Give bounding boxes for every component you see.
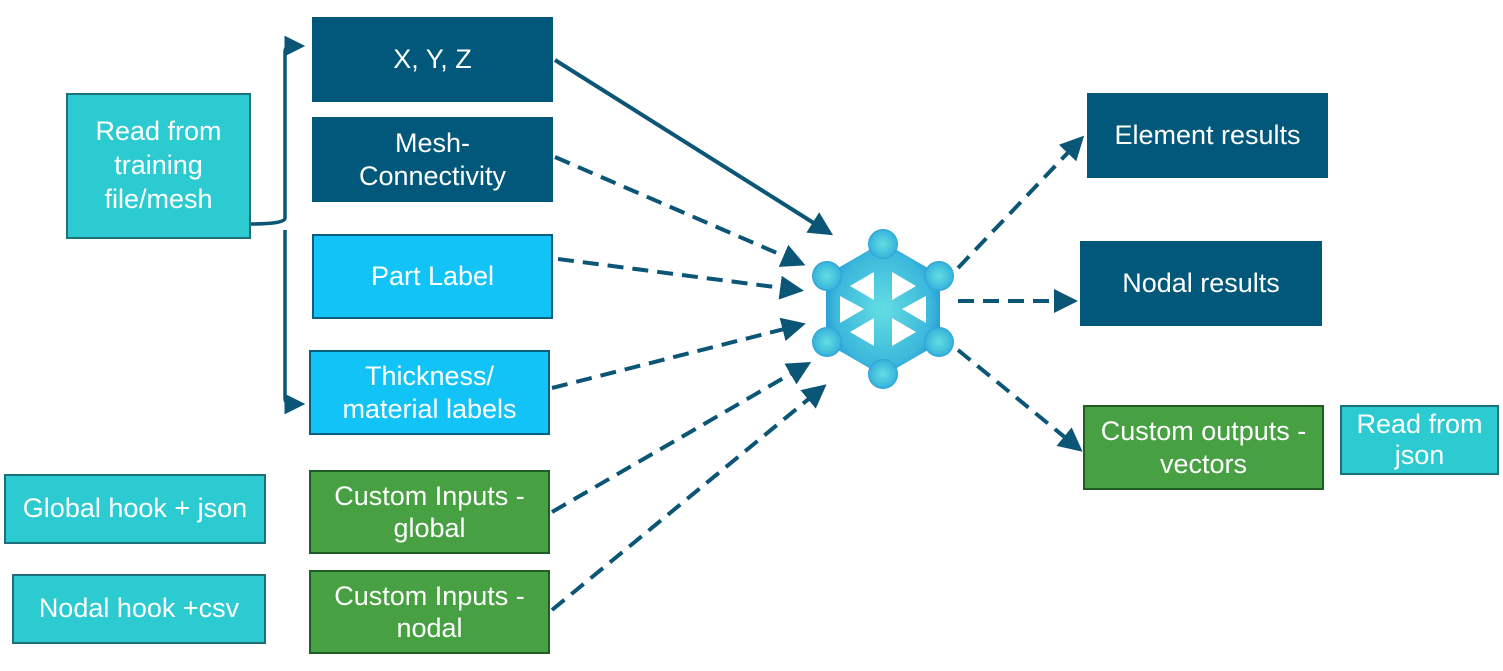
arrow-nodal-to-hub bbox=[550, 384, 827, 612]
read-from-training-box: Read from training file/mesh bbox=[66, 93, 251, 239]
part-label-box: Part Label bbox=[312, 234, 553, 319]
thickness-material-label: Thickness/ material labels bbox=[342, 361, 517, 424]
arrow-mesh-to-hub bbox=[554, 155, 806, 267]
global-hook-label: Global hook + json bbox=[22, 493, 248, 524]
bracket-lower bbox=[283, 230, 306, 415]
part-label-label: Part Label bbox=[370, 260, 495, 291]
arrow-xyz-to-hub bbox=[553, 58, 834, 236]
mesh-connectivity-box: Mesh- Connectivity bbox=[312, 117, 553, 202]
arrow-thickness-to-hub bbox=[551, 317, 806, 390]
element-results-box: Element results bbox=[1087, 93, 1328, 178]
neural-network-hexagon-icon bbox=[812, 229, 954, 389]
custom-inputs-global-label: Custom Inputs - global bbox=[334, 480, 525, 543]
custom-inputs-global-box: Custom Inputs - global bbox=[309, 470, 550, 554]
thickness-material-box: Thickness/ material labels bbox=[309, 350, 550, 435]
nodal-hook-label: Nodal hook +csv bbox=[38, 593, 240, 624]
global-hook-box: Global hook + json bbox=[4, 474, 266, 544]
read-from-json-box: Read from json bbox=[1340, 405, 1499, 475]
nodal-hook-box: Nodal hook +csv bbox=[12, 574, 266, 644]
custom-outputs-box: Custom outputs - vectors bbox=[1083, 405, 1324, 490]
arrow-part-to-hub bbox=[557, 257, 804, 300]
xyz-label: X, Y, Z bbox=[393, 43, 472, 74]
nodal-results-box: Nodal results bbox=[1080, 241, 1322, 326]
bracket-connector bbox=[249, 35, 306, 226]
nodal-results-label: Nodal results bbox=[1122, 267, 1280, 298]
arrow-hub-to-element bbox=[956, 135, 1085, 270]
element-results-label: Element results bbox=[1114, 119, 1301, 150]
xyz-box: X, Y, Z bbox=[312, 17, 553, 102]
arrow-hub-to-custom bbox=[956, 348, 1083, 452]
arrow-global-to-hub bbox=[550, 361, 812, 514]
custom-inputs-nodal-box: Custom Inputs - nodal bbox=[309, 570, 550, 654]
read-from-json-label: Read from json bbox=[1356, 409, 1483, 471]
custom-outputs-label: Custom outputs - vectors bbox=[1100, 416, 1307, 479]
read-from-training-label: Read from training file/mesh bbox=[95, 116, 222, 214]
custom-inputs-nodal-label: Custom Inputs - nodal bbox=[334, 580, 525, 643]
mesh-connectivity-label: Mesh- Connectivity bbox=[358, 128, 507, 191]
